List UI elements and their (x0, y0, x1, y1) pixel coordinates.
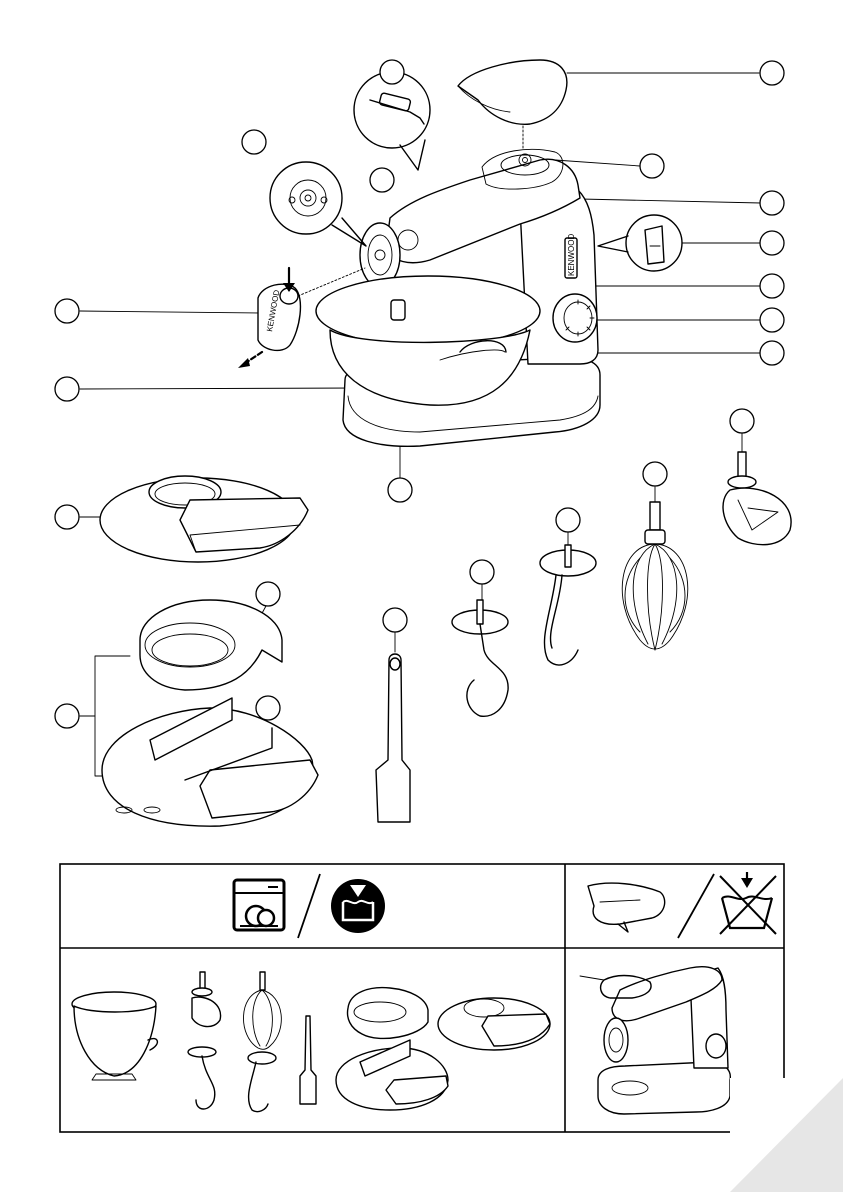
mixer-wiping-illustration (580, 967, 730, 1114)
splashguard-large (100, 476, 308, 562)
callout-20 (256, 582, 280, 606)
dough-hook-2 (540, 545, 596, 665)
splashguard-parts (102, 600, 318, 826)
zoom-outlet-detail (270, 162, 366, 246)
zoom-cable-slot (354, 72, 430, 170)
callout-2 (640, 154, 664, 178)
dishwasher-safe-items (72, 972, 550, 1112)
dough-hook (452, 600, 508, 716)
dishwasher-icon (234, 880, 284, 930)
whisk (622, 502, 688, 650)
callout-19 (383, 608, 407, 632)
callout-5 (760, 274, 784, 298)
callout-18 (470, 560, 494, 584)
k-beater (723, 452, 791, 545)
callout-17 (556, 508, 580, 532)
callout-16 (643, 462, 667, 486)
callout-21 (256, 696, 280, 720)
front-outlet-cover: KENWOOD (238, 268, 300, 368)
callout-8 (380, 60, 404, 84)
zoom-lever-detail (598, 215, 682, 271)
brand-badge: KENWOOD (567, 234, 576, 276)
stand-mixer-illustration: KENWOOD (298, 126, 600, 446)
spatula (376, 654, 410, 822)
callout-14 (388, 478, 412, 502)
callout-6 (760, 308, 784, 332)
callout-12 (55, 377, 79, 401)
care-table (60, 864, 784, 1132)
callout-9 (242, 130, 266, 154)
callout-15 (730, 409, 754, 433)
callout-10 (370, 168, 394, 192)
callout-13 (55, 505, 79, 529)
hand-wash-basin-icon (331, 879, 385, 933)
do-not-wash-icon (720, 872, 776, 934)
callout-11 (55, 299, 79, 323)
callout-4 (760, 231, 784, 255)
callout-7 (760, 341, 784, 365)
wipe-cloth-icon (588, 883, 665, 932)
callout-22 (55, 704, 79, 728)
callout-3 (760, 191, 784, 215)
outlet-cover-illustration (458, 60, 567, 124)
callout-1 (760, 61, 784, 85)
